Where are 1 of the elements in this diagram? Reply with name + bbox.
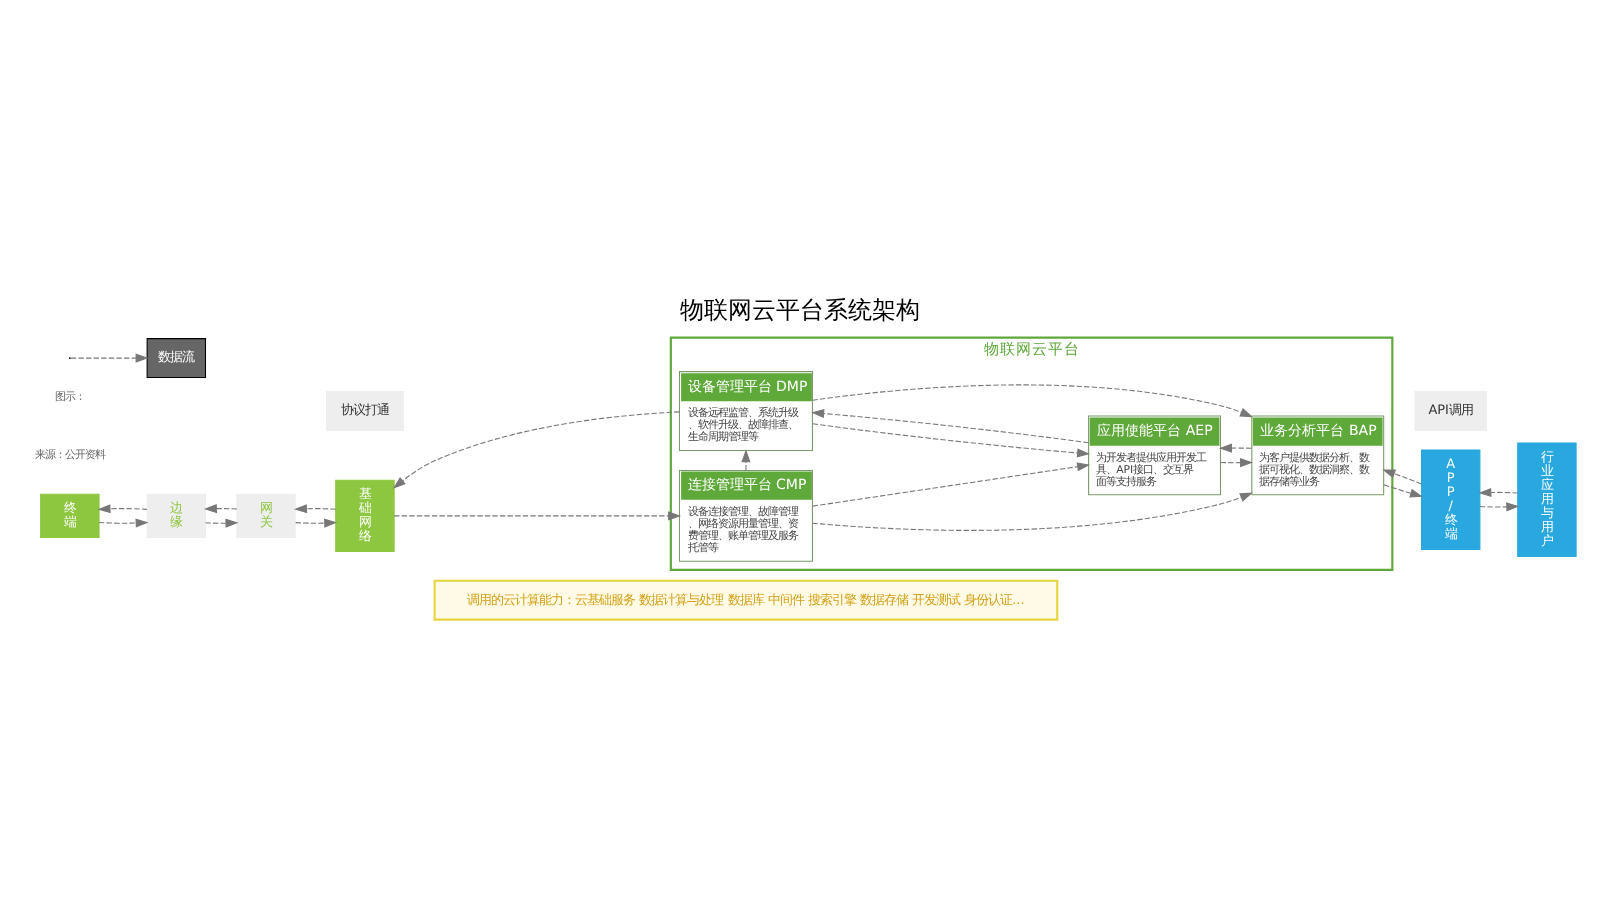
diagram-title: 物联网云平台系统架构 bbox=[680, 294, 920, 323]
